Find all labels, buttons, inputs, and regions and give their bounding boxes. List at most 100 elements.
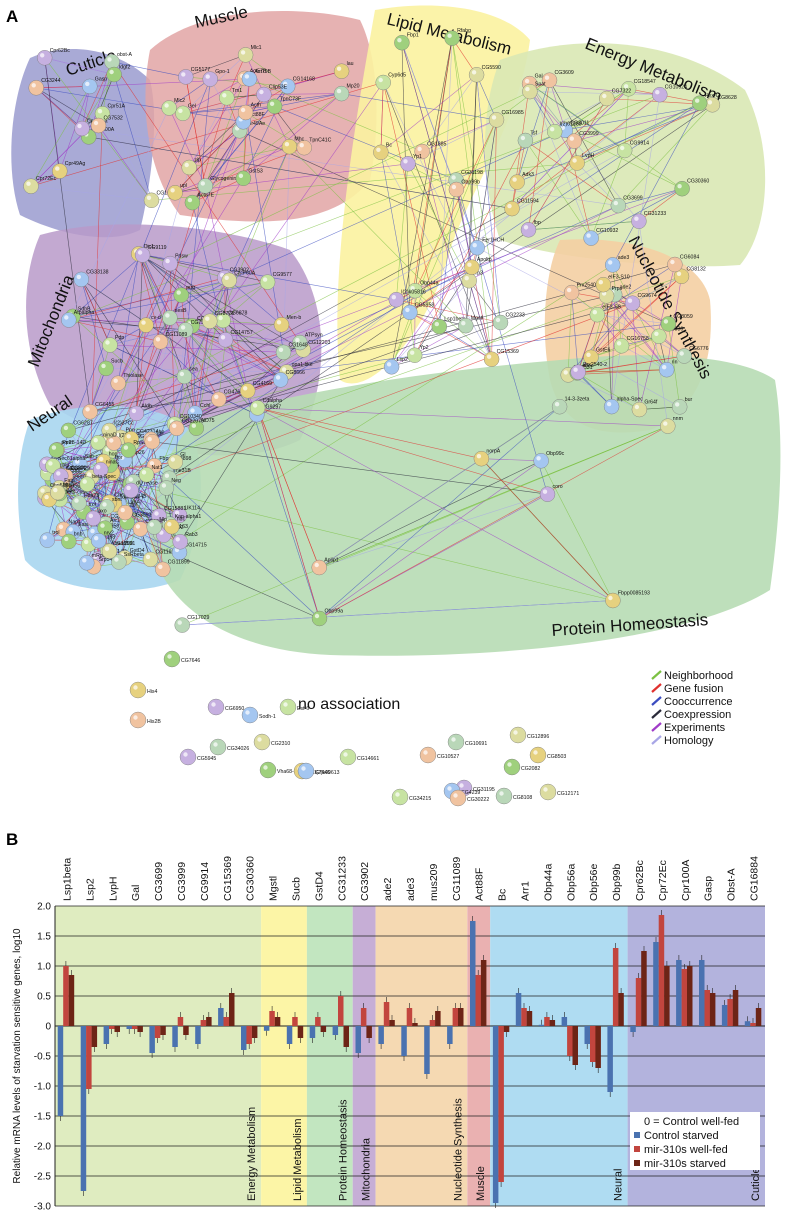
node-label: Apoltp	[477, 257, 492, 263]
network-node: Obp99c	[533, 451, 565, 469]
network-edge	[36, 87, 99, 126]
node-highlight	[88, 513, 94, 518]
network-node: CG4769	[211, 389, 243, 407]
node-sphere	[449, 789, 467, 807]
bar	[57, 1026, 64, 1116]
network-edge	[407, 163, 470, 281]
network-edge	[180, 295, 196, 414]
node-sphere	[179, 748, 197, 766]
x-tick-label: Bc	[497, 889, 509, 901]
network-edge	[113, 74, 152, 201]
node-highlight	[114, 557, 119, 562]
network-node: CG11920	[142, 549, 177, 568]
network-edge	[529, 91, 660, 95]
network-edge	[138, 253, 171, 319]
legend-label: Neighborhood	[664, 670, 733, 682]
bar	[612, 948, 619, 1026]
network-edge	[597, 314, 669, 325]
node-label: SsRbeta	[124, 552, 144, 558]
network-edge	[382, 82, 473, 268]
node-label: Gasp	[95, 76, 108, 82]
node-highlight	[314, 562, 319, 568]
node-label: Gal	[535, 74, 543, 80]
bar	[320, 1026, 327, 1032]
network-node: zip	[181, 158, 201, 176]
network-edge	[30, 86, 91, 187]
node-highlight	[262, 277, 268, 282]
y-tick-label: 0	[45, 1022, 51, 1033]
node-label: Fbp1	[407, 33, 419, 39]
node-label: trol	[89, 502, 96, 508]
node-label: Clip53E	[269, 85, 288, 91]
node-highlight	[133, 715, 138, 720]
node-label: CG8059	[673, 314, 692, 320]
network-node: upl	[167, 183, 187, 201]
network-edge	[590, 294, 615, 358]
node-label: Srp54k	[99, 557, 116, 563]
node-highlight	[336, 88, 342, 94]
node-highlight	[158, 564, 163, 569]
node-highlight	[42, 535, 47, 540]
node-highlight	[244, 74, 250, 79]
network-node: LvpH	[569, 153, 594, 171]
network-node: CG6084	[667, 255, 699, 273]
node-highlight	[74, 498, 79, 503]
network-edge	[391, 247, 478, 367]
bar	[332, 1026, 339, 1035]
chart-legend-item: mir-310s starved	[634, 1158, 726, 1170]
node-label: LanA	[128, 499, 141, 505]
bar	[241, 1026, 247, 1050]
node-highlight	[543, 787, 548, 792]
network-edge	[590, 276, 682, 358]
network-legend-item: Homology	[651, 735, 714, 747]
network-edge	[88, 136, 513, 209]
network-node: Cpr49Ag	[52, 161, 85, 179]
node-highlight	[107, 57, 112, 62]
node-highlight	[405, 307, 410, 313]
node-label: Adk3	[522, 172, 534, 178]
network-edge	[590, 295, 607, 358]
network-node: l(2)k05816	[388, 290, 426, 308]
bar	[63, 966, 69, 1026]
y-tick-label: -1.0	[34, 1082, 52, 1093]
network-edge	[549, 80, 566, 131]
network-node: Atpalpha	[61, 310, 94, 328]
bar	[452, 1008, 459, 1026]
node-highlight	[395, 792, 400, 797]
node-label: pug	[186, 285, 195, 291]
bar	[126, 1026, 132, 1029]
node-highlight	[222, 93, 227, 98]
bar	[664, 966, 670, 1026]
node-highlight	[51, 445, 57, 450]
node-highlight	[486, 354, 492, 359]
network-edge	[257, 407, 548, 495]
node-label: Aplip1	[324, 558, 339, 564]
node-highlight	[257, 737, 262, 742]
node-label: East	[78, 522, 89, 528]
network-node: CG31233	[631, 211, 666, 229]
node-label: hdc	[177, 517, 186, 523]
network-edge	[638, 188, 683, 222]
network-node: Cyp6d5	[375, 73, 406, 91]
node-highlight	[145, 554, 151, 560]
network-node: CG5177	[178, 67, 210, 85]
network-node: Glycogenin	[197, 176, 236, 194]
x-tick-label: Obst-A	[726, 868, 738, 901]
network-edge	[209, 320, 287, 373]
bar	[704, 990, 710, 1026]
network-node: CG1885	[414, 142, 447, 160]
network-edge	[124, 146, 290, 513]
network-node: Obp99a	[311, 609, 343, 627]
network-edge	[229, 130, 566, 281]
network-edge	[154, 465, 320, 619]
node-label: CG3609	[555, 70, 574, 76]
node-highlight	[453, 793, 458, 798]
isolated-node: CG8108	[495, 787, 532, 805]
network-edge	[79, 121, 244, 465]
network-edge	[549, 80, 619, 206]
network-node: l(2)01289	[547, 122, 582, 140]
network-edge	[138, 253, 225, 278]
node-highlight	[205, 316, 210, 321]
network-edge	[89, 263, 171, 412]
